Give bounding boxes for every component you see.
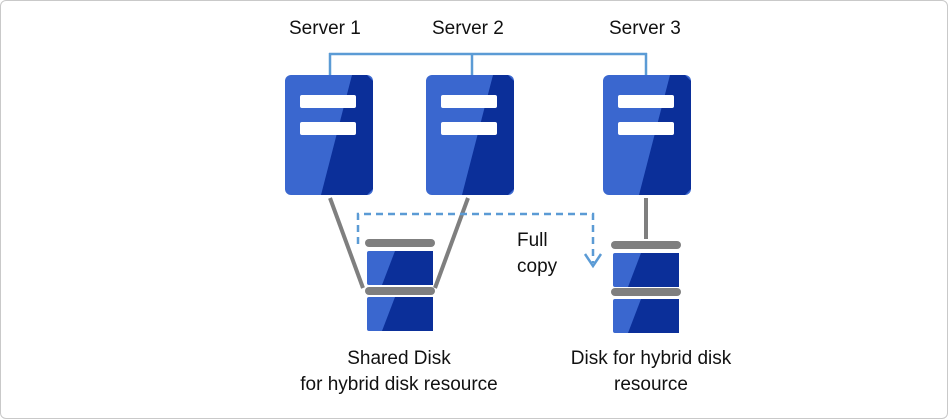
server-2-label: Server 2 — [432, 18, 504, 39]
network-connection — [328, 52, 648, 75]
server-icon — [426, 75, 514, 195]
shared-disk — [365, 239, 435, 331]
shared-disk-label-line1: Shared Disk — [347, 348, 451, 369]
hybrid-disk — [611, 241, 681, 333]
server-icon — [285, 75, 373, 195]
full-copy-label-line1: Full — [517, 230, 548, 251]
hybrid-disk-label-line2: resource — [614, 374, 688, 395]
disk-icon — [365, 239, 435, 331]
disk-icon — [611, 241, 681, 333]
server-icon — [603, 75, 691, 195]
server-3 — [603, 75, 691, 195]
hybrid-disk-label-line1: Disk for hybrid disk — [570, 348, 732, 369]
server-1-label: Server 1 — [289, 18, 361, 39]
full-copy-label-line2: copy — [517, 256, 558, 277]
server-3-label: Server 3 — [609, 18, 681, 39]
server-2 — [426, 75, 514, 195]
shared-disk-label-line2: for hybrid disk resource — [300, 374, 498, 395]
full-copy-arrow — [356, 212, 603, 269]
server-1 — [285, 75, 373, 195]
